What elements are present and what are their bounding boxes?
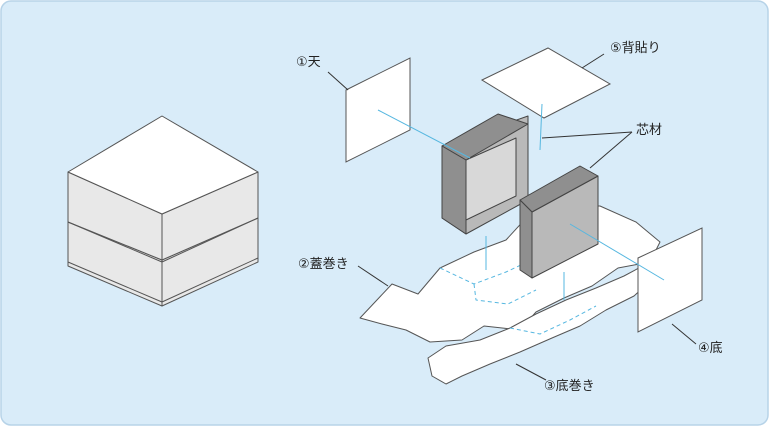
leader-core-2 (589, 131, 633, 169)
label-back-paste: ⑤背貼り (610, 41, 661, 56)
lid-top-face (67, 115, 259, 215)
assembly-guide-lines (377, 103, 665, 300)
label-bottom: ④底 (698, 340, 723, 356)
core-front-left-face (519, 199, 533, 279)
core-frame-front (519, 165, 599, 279)
guide-backpaste-to-core (539, 103, 543, 151)
guide-top-to-core (377, 109, 471, 159)
core-frame-rear (441, 113, 529, 235)
leader-core-1 (541, 131, 633, 139)
assembled-box (67, 115, 259, 307)
body-base-line (67, 257, 259, 303)
leader-bottom (671, 323, 697, 345)
bottom-panel (637, 227, 703, 333)
leader-top (327, 71, 349, 91)
label-top: ①天 (296, 55, 321, 70)
lid-wrap-fold-line-2 (473, 283, 537, 305)
core-rear-left-face (441, 145, 467, 235)
label-lid-wrap: ②蓋巻き (298, 257, 349, 272)
label-bottom-wrap: ③底巻き (544, 378, 595, 394)
lid-seam-line (67, 217, 259, 263)
guide-core2-to-bottom (569, 223, 665, 281)
leader-lid-wrap (357, 265, 389, 287)
back-paste-panel (480, 47, 612, 119)
label-leader-lines (327, 53, 697, 381)
leader-back-paste (581, 53, 605, 69)
leader-bottom-wrap (515, 363, 547, 381)
label-core: 芯材 (636, 123, 662, 138)
bottom-wrap-fold-line (509, 305, 597, 335)
lid-wrap-fold-line (439, 245, 567, 285)
